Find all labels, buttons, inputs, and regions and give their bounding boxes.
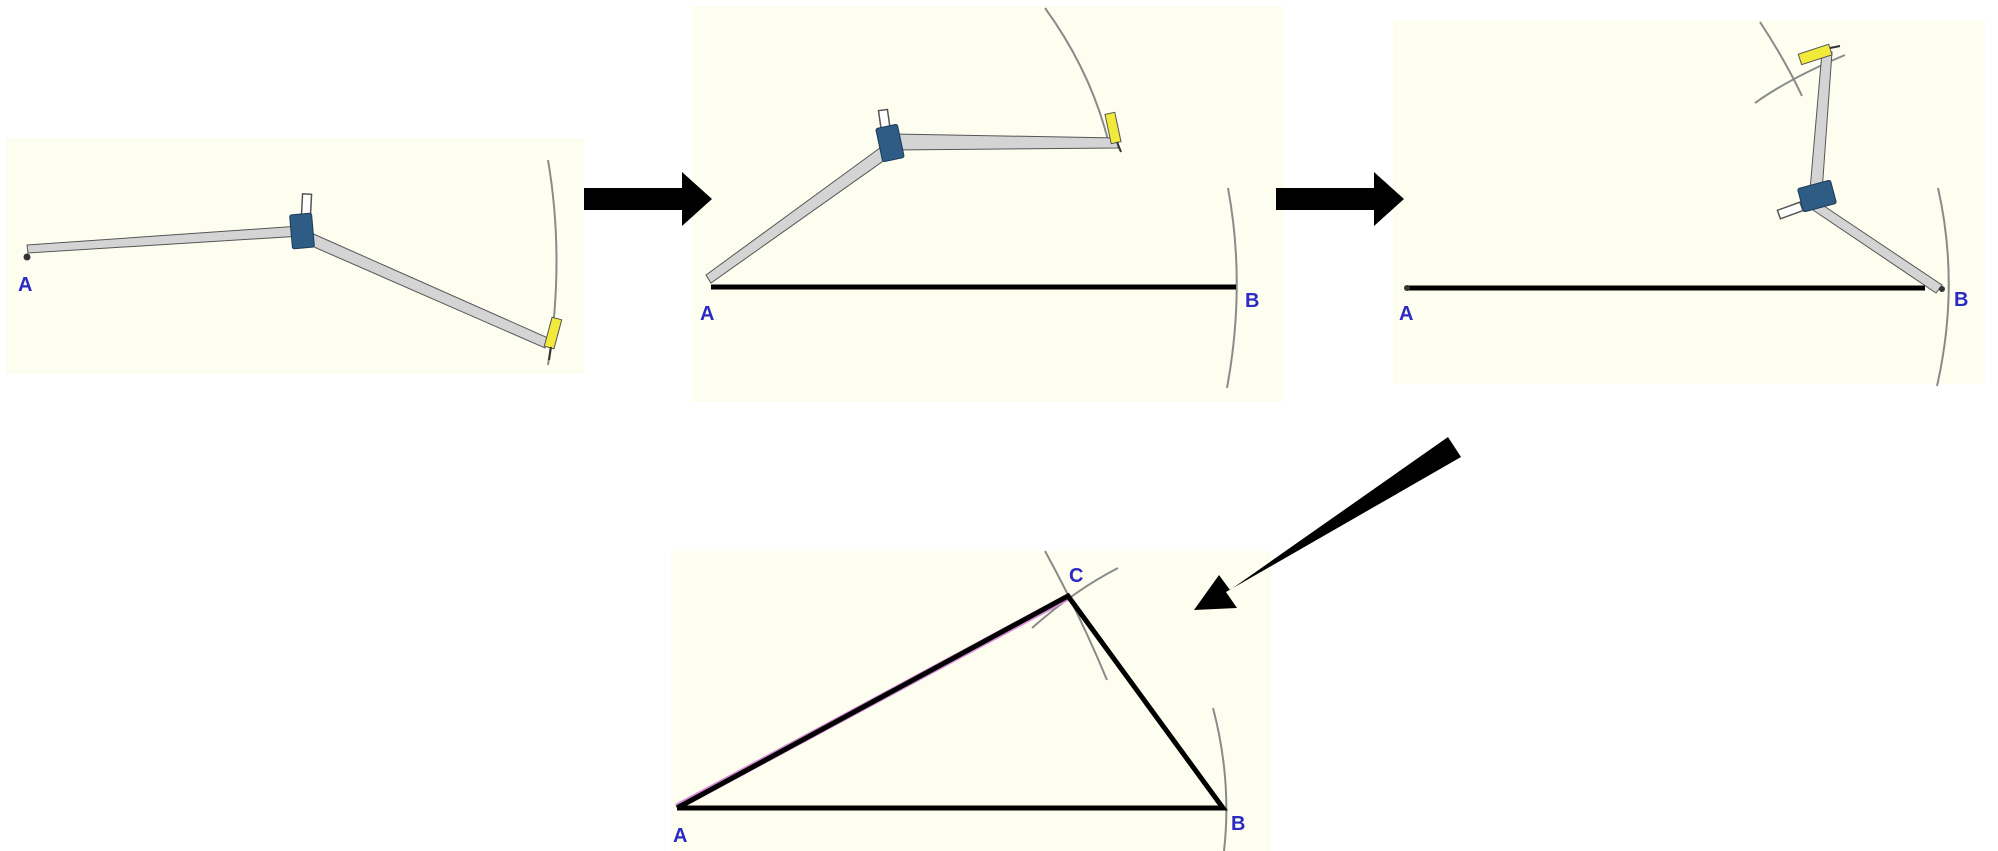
arc-above [1044,7,1109,141]
point-label-a: A [673,825,687,847]
arrow-right-icon [1276,172,1404,226]
arc-near-c-right [1754,54,1846,104]
compass-upper-leg [1809,51,1833,193]
compass-needle-point [1939,286,1945,292]
pencil-icon [543,316,563,361]
step-2-panel [692,6,1284,402]
compass-top-stub [1776,201,1804,220]
arrow-down-left-icon [1194,437,1461,610]
compass-icon [1776,43,1945,294]
pencil-lead [1797,43,1833,66]
arc-near-c-1 [1044,550,1108,681]
compass-left-leg [26,225,303,254]
point-label-c: C [1069,565,1083,587]
step-3-panel [1393,20,1985,384]
arc-around-b [1936,187,1950,387]
compass-right-leg [297,227,549,349]
pencil-icon [1104,111,1122,153]
arc-around-b [1212,707,1228,851]
pencil-lead [1104,111,1122,145]
arrow-right-icon [584,172,712,226]
point-label-a: A [1399,303,1413,325]
compass-lower-leg [1809,199,1943,294]
compass-needle-point [23,253,31,261]
compass-hinge [1797,179,1837,213]
compass-icon [23,193,563,361]
compass-icon [705,108,1122,284]
step-1-panel [6,138,584,374]
step-4-drawing: A B C [673,550,1245,851]
step-1-drawing: A [18,159,563,366]
point-label-a: A [700,303,714,325]
compass-left-leg [705,141,897,284]
arc-near-c-left [1759,21,1803,97]
step-2-drawing: A B [700,7,1259,389]
point-a-dot [1404,285,1410,291]
point-label-b: B [1231,813,1245,835]
step-3-drawing: A B [1399,21,1968,387]
pencil-lead [543,316,563,350]
arc-around-b [1226,187,1238,389]
compass-hinge [875,123,905,163]
compass-hinge [289,212,315,250]
compass-right-leg [893,133,1119,151]
point-label-b: B [1245,290,1259,312]
arc-near-c-2 [1031,567,1119,629]
triangle-abc [675,592,1228,811]
point-label-b: B [1954,289,1968,311]
step-4-panel [671,551,1271,851]
point-label-a: A [18,274,32,296]
pencil-icon [1797,43,1841,66]
